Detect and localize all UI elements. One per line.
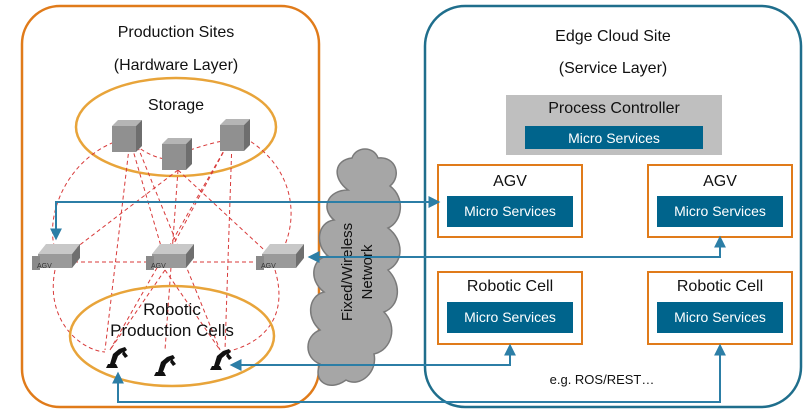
robotic-cell-service-box: Robotic Cell Micro Services [647,271,793,345]
micro-services-label: Micro Services [674,309,766,325]
network-cloud-icon: Fixed/Wireless Network [307,148,401,386]
network-label-line2: Network [359,244,376,300]
robot-arm-icon [106,347,128,368]
network-label-line1: Fixed/Wireless [339,223,356,321]
robotic-label-line1: Robotic [143,300,201,319]
agv-service-box: AGV Micro Services [437,164,583,238]
robotic-cell-service-title: Robotic Cell [467,278,553,295]
production-sites-title: Production Sites [118,24,235,41]
robotic-cell-service-title: Robotic Cell [677,278,763,295]
micro-services-label: Micro Services [464,203,556,219]
agv-tag: AGV [151,263,166,270]
robot-arm-icon [210,349,232,370]
robotic-label-line2: Production Cells [110,321,234,340]
robot-arm-icon [154,355,176,376]
storage-cube-icon [112,120,142,152]
robotic-cell-service-box: Robotic Cell Micro Services [437,271,583,345]
edge-cloud-title: Edge Cloud Site [555,28,671,45]
agv-service-title: AGV [703,173,737,190]
connector-arrows [50,196,726,403]
agv-tag: AGV [261,263,276,270]
agv-service-box: AGV Micro Services [647,164,793,238]
edge-cloud-subtitle: (Service Layer) [559,60,667,77]
edge-cloud-panel: Edge Cloud Site (Service Layer) Process … [423,4,803,409]
micro-services-label: Micro Services [464,309,556,325]
agv-vehicle-icon: AGV [146,244,194,270]
micro-services-label: Micro Services [674,203,766,219]
protocol-note: e.g. ROS/REST… [550,372,655,387]
production-sites-panel: Production Sites (Hardware Layer) Storag… [20,4,321,409]
storage-cube-icon [220,119,250,151]
storage-cube-icon [162,138,192,170]
robotic-cells-group-outline [68,284,276,388]
agv-vehicle-icon: AGV [256,244,304,270]
process-controller-title: Process Controller [548,100,680,117]
micro-services-label: Micro Services [568,130,660,146]
agv-tag: AGV [37,263,52,270]
agv-service-title: AGV [493,173,527,190]
process-controller-box: Process Controller Micro Services [506,95,722,155]
storage-group-outline [74,76,278,178]
agv-vehicle-icon: AGV [32,244,80,270]
storage-label: Storage [148,97,204,114]
production-sites-subtitle: (Hardware Layer) [114,57,238,74]
